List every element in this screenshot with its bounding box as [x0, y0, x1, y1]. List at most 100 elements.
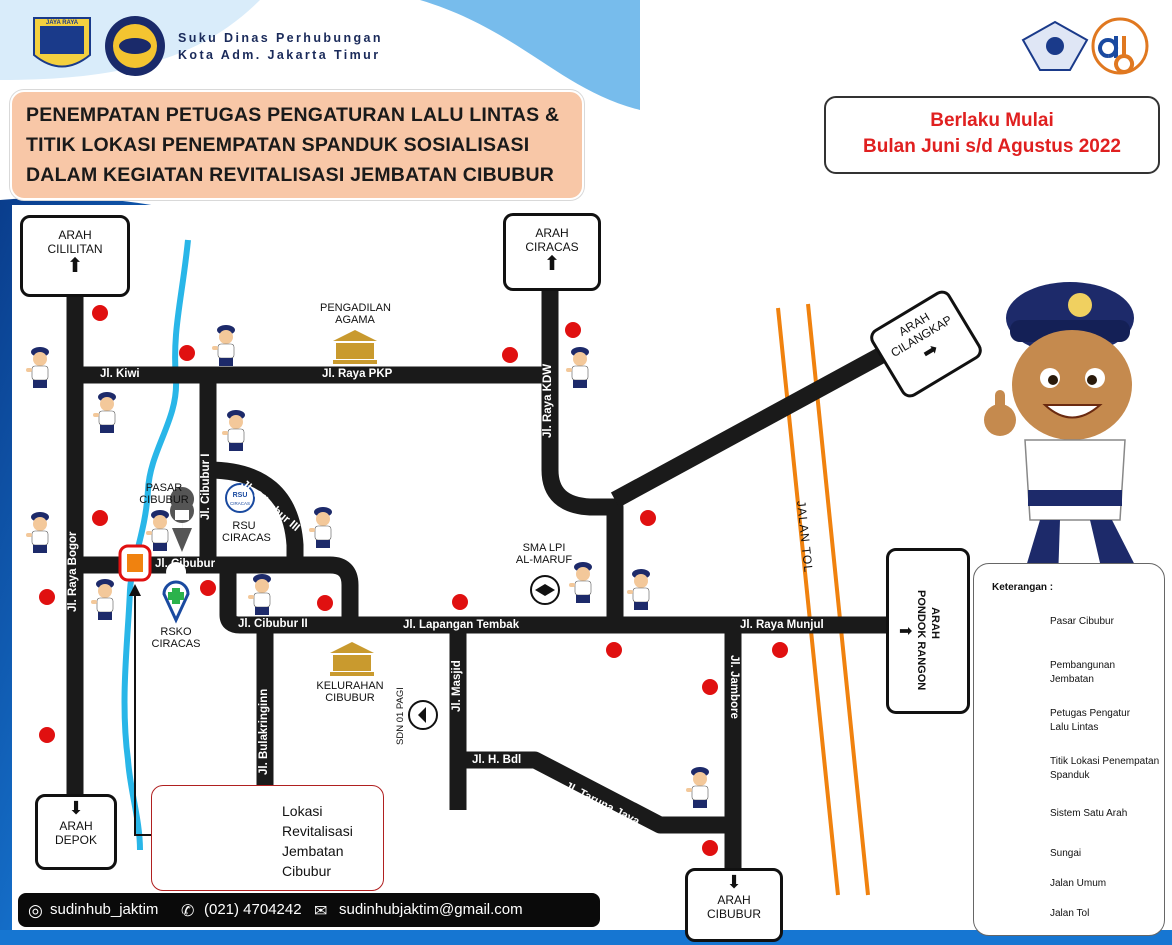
road-label-h-bdl: Jl. H. Bdl: [472, 754, 522, 766]
road-label-cibubur: Jl. Cibubur: [155, 558, 216, 570]
arrow-right-icon: ➡: [899, 623, 913, 640]
place-pasar: PASAR CIBUBUR: [138, 482, 190, 506]
direction-depok-line2: DEPOK: [54, 833, 97, 847]
direction-depok: ⬇ ARAH DEPOK: [35, 794, 117, 870]
title-box: PENEMPATAN PETUGAS PENGATURAN LALU LINTA…: [10, 90, 584, 200]
place-pengadilan-line1: PENGADILAN: [320, 302, 391, 314]
place-rsu-line2: CIRACAS: [222, 532, 271, 544]
location-line-3: Jembatan: [282, 843, 344, 859]
jakarta-logo: JAYA RAYA: [33, 17, 91, 68]
direction-depok-line1: ARAH: [59, 819, 93, 833]
location-card: Lokasi Revitalisasi Jembatan Cibubur: [151, 785, 384, 891]
place-sma-line2: AL-MARUF: [515, 554, 573, 566]
phone-icon: ✆: [181, 903, 195, 920]
location-line-1: Lokasi: [282, 803, 323, 819]
place-rsko-line2: CIRACAS: [151, 638, 201, 650]
sma-school-icon: [530, 575, 560, 605]
bridge-construction-marker: [118, 544, 152, 582]
place-pengadilan: PENGADILAN AGAMA: [320, 302, 391, 326]
sdn-school-icon: [408, 700, 438, 730]
direction-pondok-line2: PONDOK RANGON: [915, 590, 927, 691]
road-label-raya-munjul: Jl. Raya Munjul: [740, 619, 824, 631]
place-kelurahan-line2: CIBUBUR: [325, 692, 375, 704]
dishub-logo: [105, 16, 165, 76]
instagram-handle[interactable]: sudinhub_jaktim: [50, 901, 159, 918]
road-label-bulakringin: Jl. Bulakringinn: [258, 688, 270, 775]
agency-line-2: Kota Adm. Jakarta Timur: [178, 48, 381, 62]
location-line-2: Revitalisasi: [282, 823, 353, 839]
email-address[interactable]: sudinhubjaktim@gmail.com: [339, 901, 523, 918]
place-kelurahan-line1: KELURAHAN: [316, 680, 384, 692]
road-label-masjid: Jl. Masjid: [451, 660, 463, 712]
direction-ciracas: ARAH CIRACAS ⬆: [503, 213, 601, 291]
legend-item-jalan-tol: Jalan Tol: [1050, 908, 1090, 919]
period-line-2: Bulan Juni s/d Agustus 2022: [863, 136, 1121, 157]
agency-line-1: Suku Dinas Perhubungan: [178, 31, 383, 45]
place-pasar-line2: CIBUBUR: [139, 494, 189, 506]
road-label-jambore: Jl. Jambore: [728, 655, 740, 719]
rsko-icon: [162, 562, 190, 624]
bg-decor-top: [420, 0, 640, 110]
contact-footer: ◎ sudinhub_jaktim ✆ (021) 4704242 ✉ sudi…: [18, 893, 600, 927]
rsu-badge-text-2: CIRACAS: [230, 501, 250, 506]
legend-item-pasar: Pasar Cibubur: [1050, 616, 1114, 627]
river: [121, 239, 191, 851]
place-sma-line1: SMA LPI: [522, 542, 566, 554]
place-rsu-line1: RSU: [232, 520, 256, 532]
location-pointer: [134, 590, 152, 836]
jaya-raya-text: JAYA RAYA: [46, 20, 79, 26]
phone-number[interactable]: (021) 4704242: [204, 901, 302, 918]
direction-cibubur: ⬇ ARAH CIBUBUR: [685, 868, 783, 942]
legend-item-jembatan: Pembangunan Jembatan: [1050, 660, 1116, 685]
market-pin-icon: [170, 487, 195, 552]
email-icon: ✉: [314, 903, 328, 920]
direction-cililitan: ARAH CILILITAN ⬆: [20, 215, 130, 297]
direction-pondok-rangon: ARAH PONDOK RANGON ➡: [886, 548, 970, 714]
title-line-3: DALAM KEGIATAN REVITALISASI JEMBATAN CIB…: [26, 164, 555, 186]
direction-ciracas-line1: ARAH: [535, 226, 569, 240]
place-rsko-line1: RSKO: [160, 626, 192, 638]
place-kelurahan: KELURAHAN CIBUBUR: [310, 680, 390, 704]
place-pasar-line1: PASAR: [145, 482, 183, 494]
place-rsu: RSU CIRACAS: [222, 520, 271, 544]
db-logo: [1091, 17, 1149, 75]
legend-item-sungai: Sungai: [1050, 848, 1082, 859]
legend-item-petugas: Petugas Pengatur Lalu Lintas: [1050, 708, 1131, 733]
kelurahan-building-icon: [330, 642, 374, 676]
direction-cililitan-line1: ARAH: [58, 228, 92, 242]
road-network: [66, 290, 905, 880]
arrow-down-icon: ⬇: [726, 872, 742, 892]
road-label-kiwi: Jl. Kiwi: [100, 368, 140, 380]
direction-ciracas-line2: CIRACAS: [525, 240, 579, 254]
legend: Keterangan : Pasar Cibubur Pembangunan J…: [973, 563, 1165, 936]
title-line-2: TITIK LOKASI PENEMPATAN SPANDUK SOSIALIS…: [26, 134, 530, 156]
arrow-up-icon: ⬆: [66, 255, 84, 277]
location-card-text: Lokasi Revitalisasi Jembatan Cibubur: [282, 801, 353, 881]
arrow-up-icon: ⬆: [543, 253, 561, 275]
period-line-1: Berlaku Mulai: [930, 110, 1054, 131]
instagram-icon: ◎: [28, 901, 43, 920]
place-sma: SMA LPI AL-MARUF: [508, 542, 580, 566]
place-sdn: SDN 01 PAGI: [395, 687, 406, 745]
legend-item-jalan-umum: Jalan Umum: [1050, 878, 1107, 889]
road-label-raya-bogor: Jl. Raya Bogor: [67, 531, 79, 612]
place-rsko: RSKO CIRACAS: [150, 626, 202, 650]
title-line-1: PENEMPATAN PETUGAS PENGATURAN LALU LINTA…: [26, 104, 560, 126]
spanduk-points: [39, 305, 788, 856]
arrow-down-icon: ⬇: [68, 798, 84, 818]
legend-item-satu-arah: Sistem Satu Arah: [1050, 808, 1128, 819]
road-label-cibubur-i: Jl. Cibubur I: [200, 453, 212, 520]
period-box: Berlaku Mulai Bulan Juni s/d Agustus 202…: [824, 96, 1160, 174]
direction-pondok-line1: ARAH: [929, 607, 941, 639]
direction-cibubur-line1: ARAH: [717, 893, 751, 907]
direction-cililitan-line2: CILILITAN: [47, 242, 103, 256]
legend-item-spanduk: Titik Lokasi Penempatan Spanduk: [1050, 756, 1160, 781]
location-line-4: Cibubur: [282, 863, 332, 879]
rsu-badge-text: RSU: [233, 492, 248, 499]
road-label-lapangan-tembak: Jl. Lapangan Tembak: [403, 619, 520, 631]
place-pengadilan-line2: AGAMA: [335, 314, 375, 326]
road-label-raya-pkp: Jl. Raya PKP: [322, 368, 393, 380]
direction-cibubur-line2: CIBUBUR: [706, 907, 761, 921]
road-label-cibubur-ii: Jl. Cibubur II: [238, 618, 308, 630]
legend-title: Keterangan :: [992, 582, 1054, 593]
